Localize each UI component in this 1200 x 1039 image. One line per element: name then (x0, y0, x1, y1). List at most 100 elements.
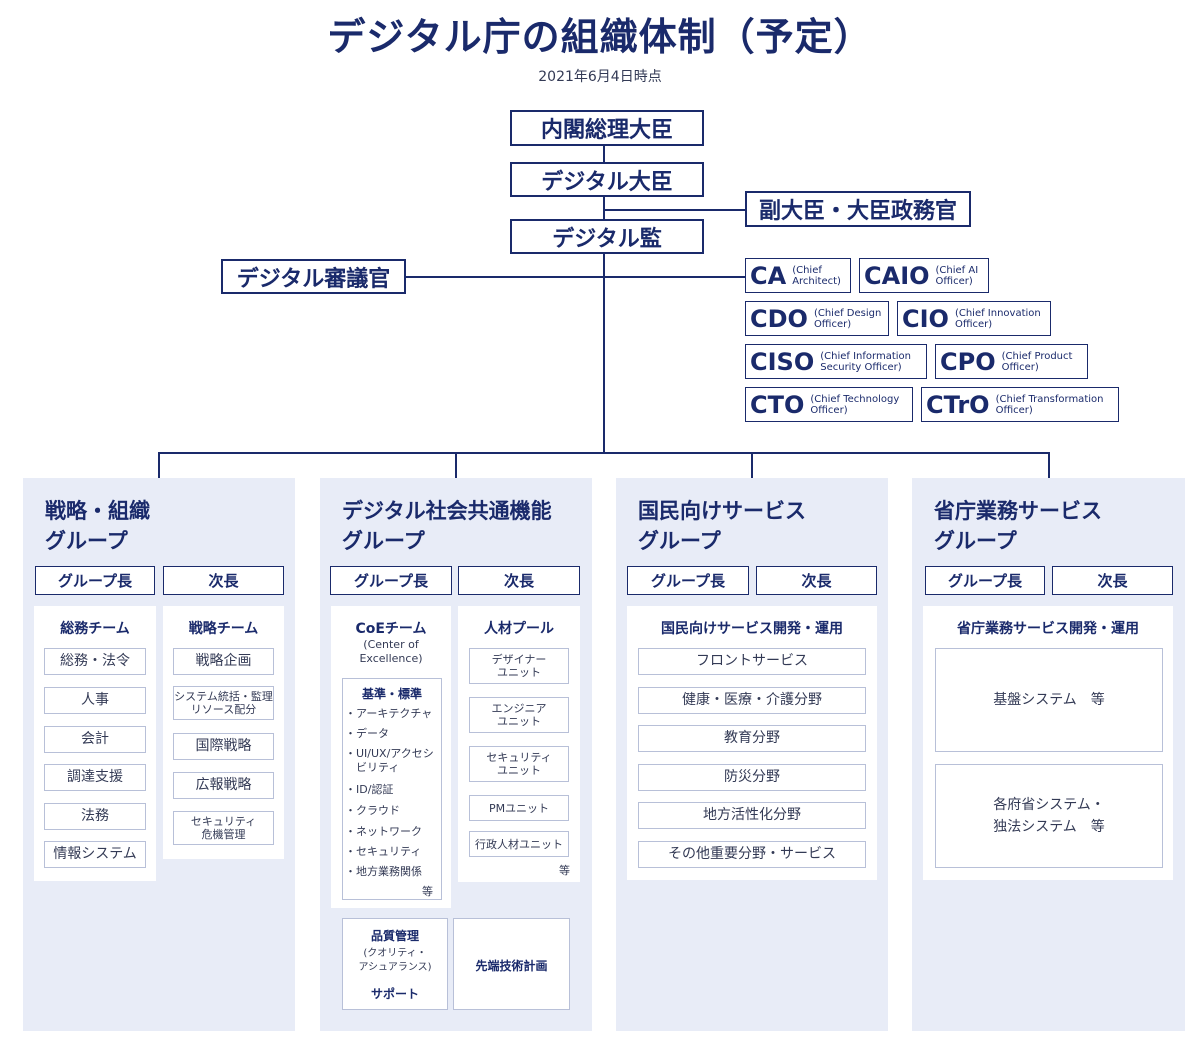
chief-box-cio: CIO(Chief Innovation Officer) (897, 301, 1051, 336)
team-item: 法務 (44, 803, 146, 830)
chief-box-ciso: CISO(Chief Information Security Officer) (745, 344, 927, 379)
standards-bullet: ・セキュリティ (345, 845, 422, 858)
standards-bullet: ・ID/認証 (345, 783, 394, 796)
chief-box-ctro: CTrO(Chief Transformation Officer) (921, 387, 1119, 422)
digital-councilor-box: デジタル審議官 (221, 259, 406, 294)
talent-item: デザイナー ユニット (469, 648, 569, 684)
coe-team-panel: CoEチーム (Center of Excellence) 基準・標準 ・アーキ… (331, 606, 451, 908)
team-item: 人事 (44, 687, 146, 714)
group-strategy: 戦略・組織 グループ グループ長 次長 総務チーム 総務・法令 人事 会計 調達… (23, 478, 295, 1031)
group-head-role: グループ長 (35, 566, 155, 595)
standards-bullet: ・データ (345, 727, 389, 740)
standards-bullet: ・ネットワーク (345, 825, 422, 838)
ministry-item: 基盤システム 等 (935, 648, 1163, 752)
standards-bullet: ・クラウド (345, 804, 400, 817)
standards-bullet: ・地方業務関係 (345, 865, 422, 878)
deputy-role: 次長 (756, 566, 877, 595)
advanced-tech-panel: 先端技術計画 (453, 918, 570, 1010)
standards-box: 基準・標準 ・アーキテクチャ ・データ ・UI/UX/アクセシ ビリティ ・ID… (342, 678, 442, 900)
service-item: その他重要分野・サービス (638, 841, 866, 868)
advanced-tech-title: 先端技術計画 (475, 959, 548, 973)
panel-title: 国民向けサービス開発・運用 (661, 621, 843, 637)
connector-main-vertical (603, 146, 605, 453)
team-item: セキュリティ 危機管理 (173, 811, 274, 845)
chief-abbr: CTO (750, 390, 805, 419)
team-item: 総務・法令 (44, 648, 146, 675)
panel-title: 省庁業務サービス開発・運用 (957, 621, 1139, 637)
service-item: 防災分野 (638, 764, 866, 791)
citizen-dev-panel: 国民向けサービス開発・運用 フロントサービス 健康・医療・介護分野 教育分野 防… (627, 606, 877, 880)
talent-item: セキュリティ ユニット (469, 746, 569, 782)
ministry-dev-panel: 省庁業務サービス開発・運用 基盤システム 等 各府省システム・ 独法システム 等 (923, 606, 1173, 880)
chief-abbr: CA (750, 261, 787, 290)
team-item: 会計 (44, 726, 146, 753)
deputy-role: 次長 (1052, 566, 1173, 595)
quality-title: 品質管理 (370, 929, 419, 943)
service-item: 健康・医療・介護分野 (638, 687, 866, 714)
group-title: 国民向けサービス グループ (638, 499, 806, 553)
quality-management-panel: 品質管理 (クオリティ・ アシュアランス) サポート (342, 918, 448, 1010)
group-head-role: グループ長 (330, 566, 452, 595)
team-item: 調達支援 (44, 764, 146, 791)
general-affairs-team-panel: 総務チーム 総務・法令 人事 会計 調達支援 法務 情報システム (34, 606, 156, 881)
chief-abbr: CAIO (864, 261, 930, 290)
service-item: 地方活性化分野 (638, 802, 866, 829)
team-subtitle: (Center of Excellence) (359, 638, 423, 665)
talent-item: 行政人材ユニット (469, 831, 569, 857)
chief-box-caio: CAIO(Chief AI Officer) (859, 258, 989, 293)
chief-box-cto: CTO(Chief Technology Officer) (745, 387, 913, 422)
group-citizen-services: 国民向けサービス グループ グループ長 次長 国民向けサービス開発・運用 フロン… (616, 478, 888, 1031)
group-common-functions: デジタル社会共通機能 グループ グループ長 次長 CoEチーム (Center … (320, 478, 592, 1031)
standards-bullet: ・アーキテクチャ (345, 707, 433, 720)
vice-minister-box: 副大臣・大臣政務官 (745, 191, 971, 227)
digital-minister-box: デジタル大臣 (510, 162, 704, 197)
team-title: 総務チーム (60, 621, 130, 637)
chief-desc: (Chief Design Officer) (813, 307, 882, 330)
team-item: 国際戦略 (173, 733, 274, 760)
ministry-item: 各府省システム・ 独法システム 等 (935, 764, 1163, 868)
connector-group-3 (751, 452, 753, 478)
etc-label: 等 (422, 885, 433, 898)
connector-councilor (406, 276, 745, 278)
chief-abbr: CPO (940, 347, 996, 376)
chief-desc: (Chief Information Security Officer) (820, 350, 911, 373)
standards-title: 基準・標準 (361, 687, 422, 701)
group-ministry-services: 省庁業務サービス グループ グループ長 次長 省庁業務サービス開発・運用 基盤シ… (912, 478, 1185, 1031)
standards-bullet: ・UI/UX/アクセシ ビリティ (345, 747, 434, 774)
chief-desc: (Chief Architect) (792, 264, 841, 287)
chief-box-cdo: CDO(Chief Design Officer) (745, 301, 889, 336)
date-label: 2021年6月4日時点 (538, 69, 662, 85)
chief-desc: (Chief Transformation Officer) (995, 393, 1104, 416)
team-item: 広報戦略 (173, 772, 274, 799)
connector-vice (603, 209, 745, 211)
chief-abbr: CIO (902, 304, 949, 333)
chief-abbr: CDO (750, 304, 808, 333)
chief-desc: (Chief Technology Officer) (810, 393, 900, 416)
service-item: フロントサービス (638, 648, 866, 675)
page-title: デジタル庁の組織体制（予定） (327, 15, 873, 59)
connector-group-1 (158, 452, 160, 478)
team-item: 戦略企画 (173, 648, 274, 675)
group-title: 戦略・組織 グループ (45, 499, 150, 553)
chief-abbr: CTrO (926, 390, 990, 419)
chief-box-ca: CA(Chief Architect) (745, 258, 851, 293)
service-item: 教育分野 (638, 725, 866, 752)
connector-group-2 (455, 452, 457, 478)
strategy-team-panel: 戦略チーム 戦略企画 システム統括・監理 リソース配分 国際戦略 広報戦略 セキ… (163, 606, 284, 859)
quality-support: サポート (370, 987, 419, 1001)
chief-abbr: CISO (750, 347, 815, 376)
deputy-role: 次長 (163, 566, 284, 595)
deputy-role: 次長 (458, 566, 580, 595)
etc-label: 等 (559, 864, 570, 877)
chief-desc: (Chief AI Officer) (935, 264, 979, 287)
talent-item: エンジニア ユニット (469, 697, 569, 733)
digital-director-box: デジタル監 (510, 219, 704, 254)
team-item: システム統括・監理 リソース配分 (173, 686, 274, 720)
talent-pool-panel: 人材プール デザイナー ユニット エンジニア ユニット セキュリティ ユニット … (458, 606, 580, 882)
chief-desc: (Chief Innovation Officer) (954, 307, 1041, 330)
group-head-role: グループ長 (925, 566, 1045, 595)
connector-groups-horizontal (158, 452, 1050, 454)
connector-group-4 (1048, 452, 1050, 478)
chief-desc: (Chief Product Officer) (1001, 350, 1073, 373)
group-title: デジタル社会共通機能 グループ (342, 499, 552, 553)
